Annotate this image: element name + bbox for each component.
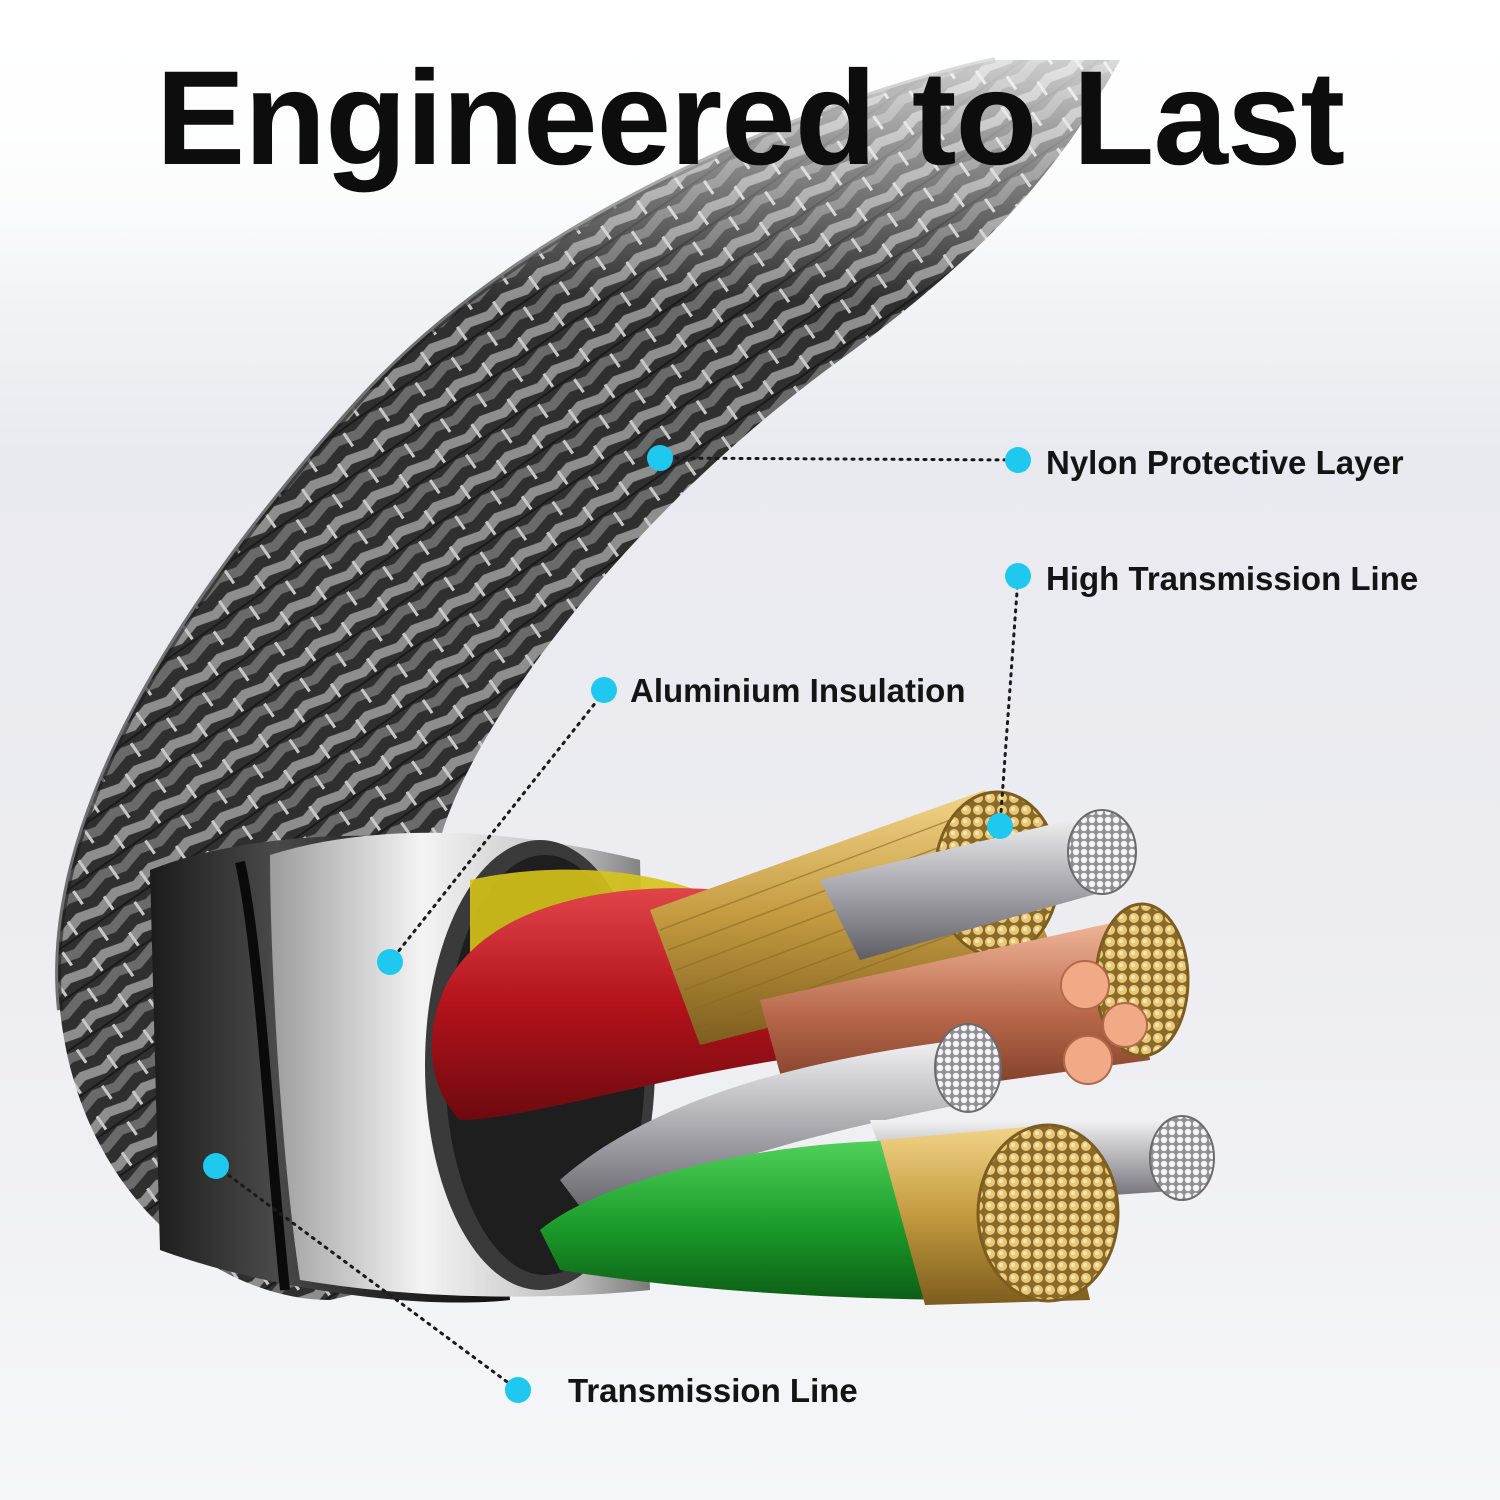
marker-nylon-label	[1005, 447, 1031, 473]
marker-high-transmission-on-wire	[987, 813, 1013, 839]
marker-aluminium-on-foil	[377, 949, 403, 975]
green-wire	[540, 1140, 980, 1300]
callout-aluminium-insulation: Aluminium Insulation	[630, 672, 966, 709]
leader-nylon	[658, 456, 1020, 462]
marker-high-transmission-label	[1005, 563, 1031, 589]
marker-aluminium-label	[591, 677, 617, 703]
callout-markers	[203, 445, 1031, 1403]
marker-transmission-label	[505, 1377, 531, 1403]
leader-aluminium	[388, 690, 606, 964]
callout-transmission-line: Transmission Line	[568, 1372, 858, 1409]
leader-high-transmission	[998, 576, 1020, 828]
marker-nylon-on-cable	[647, 445, 673, 471]
headline: Engineered to Last	[155, 44, 1345, 193]
leader-lines	[214, 456, 1020, 1392]
leader-transmission	[214, 1164, 520, 1392]
marker-transmission-on-sleeve	[203, 1153, 229, 1179]
callout-high-transmission-line: High Transmission Line	[1046, 560, 1419, 597]
callout-nylon-protective-layer: Nylon Protective Layer	[1046, 444, 1404, 481]
